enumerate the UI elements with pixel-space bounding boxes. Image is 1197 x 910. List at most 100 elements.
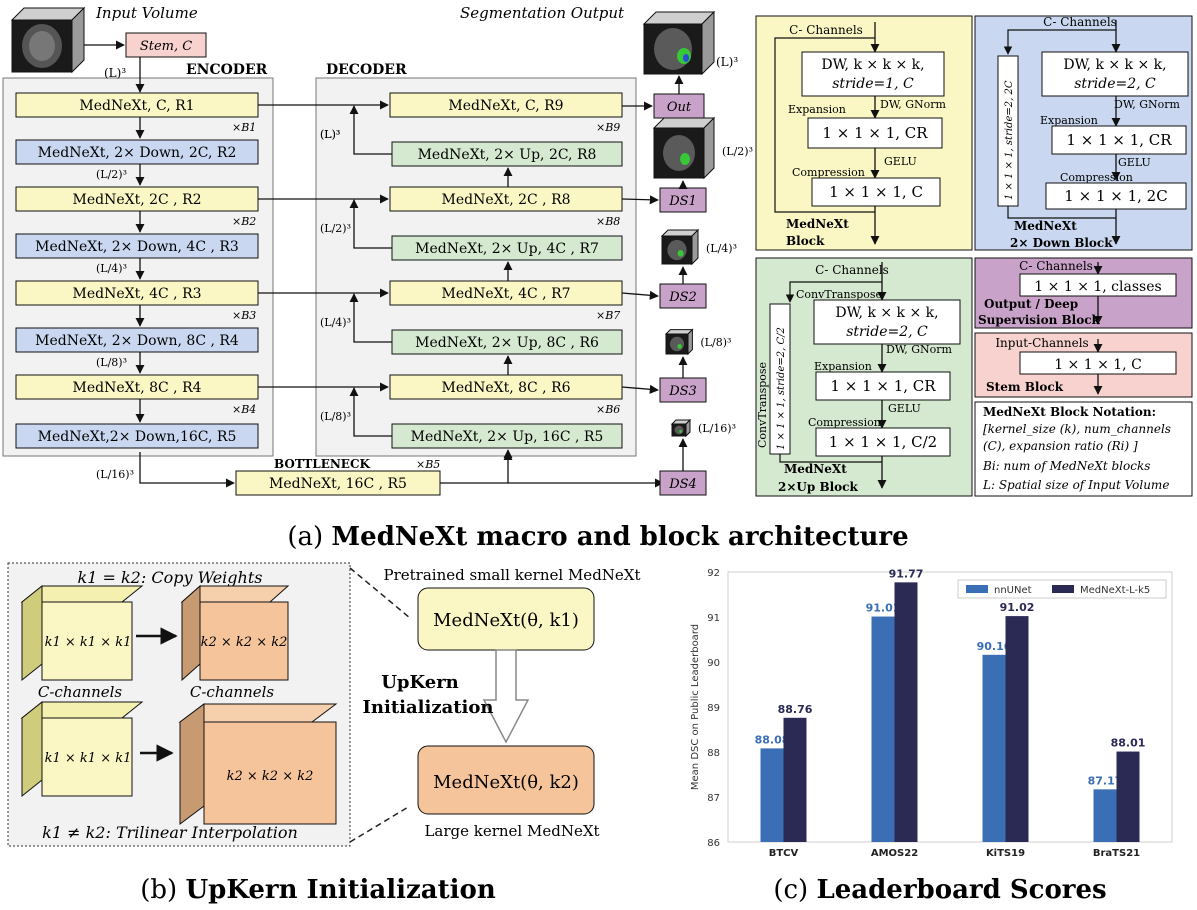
small-cube-top [20,584,144,682]
bar-MedNeXt-L-k5-KiTS19 [1005,616,1029,842]
up-block-label-4: MedNeXt, 2× Up, 16C , R5 [411,429,604,445]
cube-side [691,228,699,266]
c-channels-left: C-channels [38,683,123,701]
segmentation-output-label: Segmentation Output [460,4,625,22]
bar-value-label: 88.08 [755,733,790,746]
notation-box: MedNeXt Block Notation: [kernel_size (k)… [974,401,1193,497]
scale-dec-L8: (L/8)³ [320,410,351,423]
caption-a: (a) MedNeXt macro and block architecture [287,522,908,552]
out-block [653,93,705,119]
output-block-detail: C- Channels 1 × 1 × 1, classes Output / … [974,257,1193,329]
arrow [621,290,659,300]
scale-dec-L2: (L/2)³ [320,222,351,235]
y-tick-label: 86 [707,838,720,849]
down-name2: 2× Down Block [1010,236,1113,250]
bottleneck-block-label: MedNeXt, 16C , R5 [269,476,407,492]
panel-b-upkern: k1 = k2: Copy Weights k1 × k1 × k1 C-cha… [7,562,641,847]
notation-line1: [kernel_size (k), num_channels [983,422,1171,436]
arrow [349,293,392,343]
down-block-2 [15,233,259,259]
arrow [349,105,392,155]
notation-line3: Bi: num of MedNeXt blocks [982,459,1150,473]
stem-block-detail: Input-Channels 1 × 1 × 1, C Stem Block [974,332,1193,398]
bar-MedNeXt-L-k5-AMOS22 [894,582,918,842]
cube-side [703,116,715,180]
encoder-rep-1: ×B1 [232,121,256,134]
x-tick-label: BTCV [769,848,799,859]
mednext-stride: stride=1, C [832,76,914,92]
bar-value-label: 90.16 [977,640,1012,653]
decoder-block-label-1: MedNeXt, C, R9 [448,98,563,114]
large-model-box [417,745,595,815]
x-tick-label: KiTS19 [986,848,1025,859]
encoder-block-label-3: MedNeXt, 4C , R3 [72,286,201,302]
decoder-rep-1: ×B9 [596,121,620,134]
up-name1: MedNeXt [784,462,847,476]
ds-block-1 [659,187,707,213]
stem-block [125,32,207,58]
ds-cube-icon-4 [670,418,692,438]
x-tick-label: AMOS22 [871,848,918,859]
stem-name: Stem Block [986,380,1064,394]
stem-label: Stem, C [140,39,192,54]
down-block-label-3: MedNeXt, 2× Down, 8C , R4 [35,333,239,349]
stem-conv: 1 × 1 × 1, C [1054,357,1142,373]
encoder-block-label-1: MedNeXt, C, R1 [79,98,194,114]
down-block-detail: C- Channels 1 × 1 × 1, stride=2, 2C DW, … [974,15,1193,251]
mednext-block-detail: C- Channels DW, k × k × k, stride=1, C E… [755,15,973,251]
scale-ds-L2: (L/2)³ [722,145,753,158]
y-tick-label: 87 [707,793,720,804]
decoder-block-label-2: MedNeXt, 2C , R8 [441,192,570,208]
pretrained-label: Pretrained small kernel MedNeXt [384,566,641,584]
encoder-block-4 [15,374,259,400]
up-block-label-3: MedNeXt, 2× Up, 8C , R6 [415,335,599,351]
scale-L-enc: (L)³ [104,66,126,80]
arrow [349,199,392,249]
bar-value-label: 91.01 [866,602,901,615]
up-convtranspose: ConvTranspose [796,288,882,301]
scale-dec-L: (L)³ [320,128,340,141]
segmentation-output-icon [642,10,716,76]
copy-cube-label: k2 × k2 × k2 [201,635,288,650]
caption-b: (b) UpKern Initialization [140,875,496,905]
y-tick-label: 88 [707,748,720,759]
copy-cube [180,584,290,682]
bar-nnUNet-BTCV [760,748,784,842]
cube-seg [677,344,682,349]
arrow [621,195,659,205]
scale-ds-L4: (L/4)³ [706,242,737,255]
scale-enc-L8: (L/8)³ [96,356,127,369]
up-conv1: 1 × 1 × 1, CR [830,377,936,395]
y-tick-label: 91 [707,613,720,624]
x-tick-label: BraTS21 [1093,848,1140,859]
large-cube-label: k2 × k2 × k2 [227,769,314,784]
y-axis-label: Mean DSC on Public Leaderboard [690,624,701,790]
down-block-4 [15,423,259,449]
up-gelu: GELU [888,402,921,415]
scale-dec-L-top: (L)³ [320,128,340,141]
down-name1: MedNeXt [1014,219,1077,233]
output-channels: C- Channels [1019,259,1093,273]
up-dwgnorm: DW, GNorm [886,343,952,356]
mednext-conv1: 1 × 1 × 1, CR [822,124,928,142]
decoder-rep-2: ×B8 [596,215,620,228]
decoder-block-2 [389,186,623,212]
out-label: Out [667,100,692,115]
ds-block-3 [659,377,707,403]
legend-label-1: MedNeXt-L-k5 [1080,585,1150,596]
input-volume-icon [10,6,86,74]
output-name1: Output / Deep [984,297,1078,311]
bar-MedNeXt-L-k5-BTCV [783,717,807,842]
up-name2: 2×Up Block [778,480,858,494]
scale-ds-L16: (L/16)³ [698,422,736,435]
down-side: 1 × 1 × 1, stride=2, 2C [1004,80,1015,200]
mednext-gelu: GELU [884,155,917,168]
scale-L-out: (L)³ [716,55,738,69]
decoder-block-label-3: MedNeXt, 4C , R7 [441,286,570,302]
legend-label-0: nnUNet [994,585,1032,596]
mednext-dwgnorm: DW, GNorm [880,98,946,111]
down-block-3 [15,327,259,353]
scale-dec-L4: (L/4)³ [320,316,351,329]
arrow [621,384,659,394]
